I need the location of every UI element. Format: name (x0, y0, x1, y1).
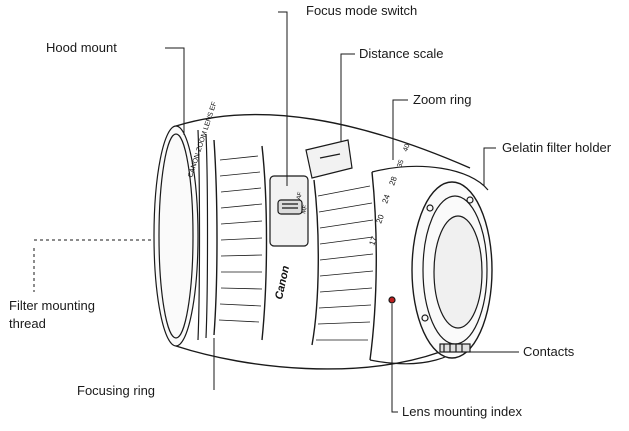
leader-lens-mounting-index (391, 304, 398, 413)
zoom-number: 35 (396, 159, 405, 169)
focus-switch-body (269, 175, 309, 247)
zoom-number: 40 (402, 143, 411, 153)
contacts-pins (439, 343, 471, 353)
leader-lines (33, 11, 519, 413)
leader-gelatin-filter-holder (483, 147, 496, 186)
label-focus-mode-switch: Focus mode switch (306, 3, 418, 18)
zoom-ring (311, 171, 377, 361)
zoom-number: 28 (387, 175, 399, 187)
distance-scale-window (305, 139, 353, 179)
front-rim (153, 125, 199, 347)
barrel-outline (175, 113, 471, 370)
label-distance-scale: Distance scale (359, 46, 444, 61)
lens-illustration (153, 113, 493, 370)
barrel-text: CANON ZOOM LENS EF (187, 101, 218, 179)
leader-distance-scale (340, 53, 355, 142)
brand-text: Canon (273, 264, 292, 300)
leader-focus-mode-switch (278, 11, 288, 186)
label-focusing-ring: Focusing ring (77, 383, 156, 398)
label-gelatin-filter-holder: Gelatin filter holder (502, 140, 612, 155)
label-lens-mounting-index: Lens mounting index (402, 404, 522, 419)
label-hood-mount: Hood mount (46, 40, 117, 55)
label-filter-mounting-thread-line1: Filter mounting (9, 298, 95, 313)
zoom-scale-numbers: 17 20 24 28 35 40 (367, 143, 411, 247)
leader-filter-mounting-thread (33, 239, 152, 292)
switch-mf-text: MF (301, 204, 309, 214)
focusing-ring (213, 139, 268, 341)
switch-af-text: AF (296, 191, 304, 200)
zoom-number: 24 (380, 193, 392, 205)
leader-hood-mount (165, 47, 185, 135)
label-contacts: Contacts (523, 344, 575, 359)
leader-zoom-ring (392, 99, 408, 160)
zoom-number: 20 (374, 213, 386, 225)
label-filter-mounting-thread-line2: thread (9, 316, 46, 331)
zoom-number: 17 (367, 235, 379, 247)
label-zoom-ring: Zoom ring (413, 92, 472, 107)
lens-mount-index-dot (388, 296, 396, 304)
